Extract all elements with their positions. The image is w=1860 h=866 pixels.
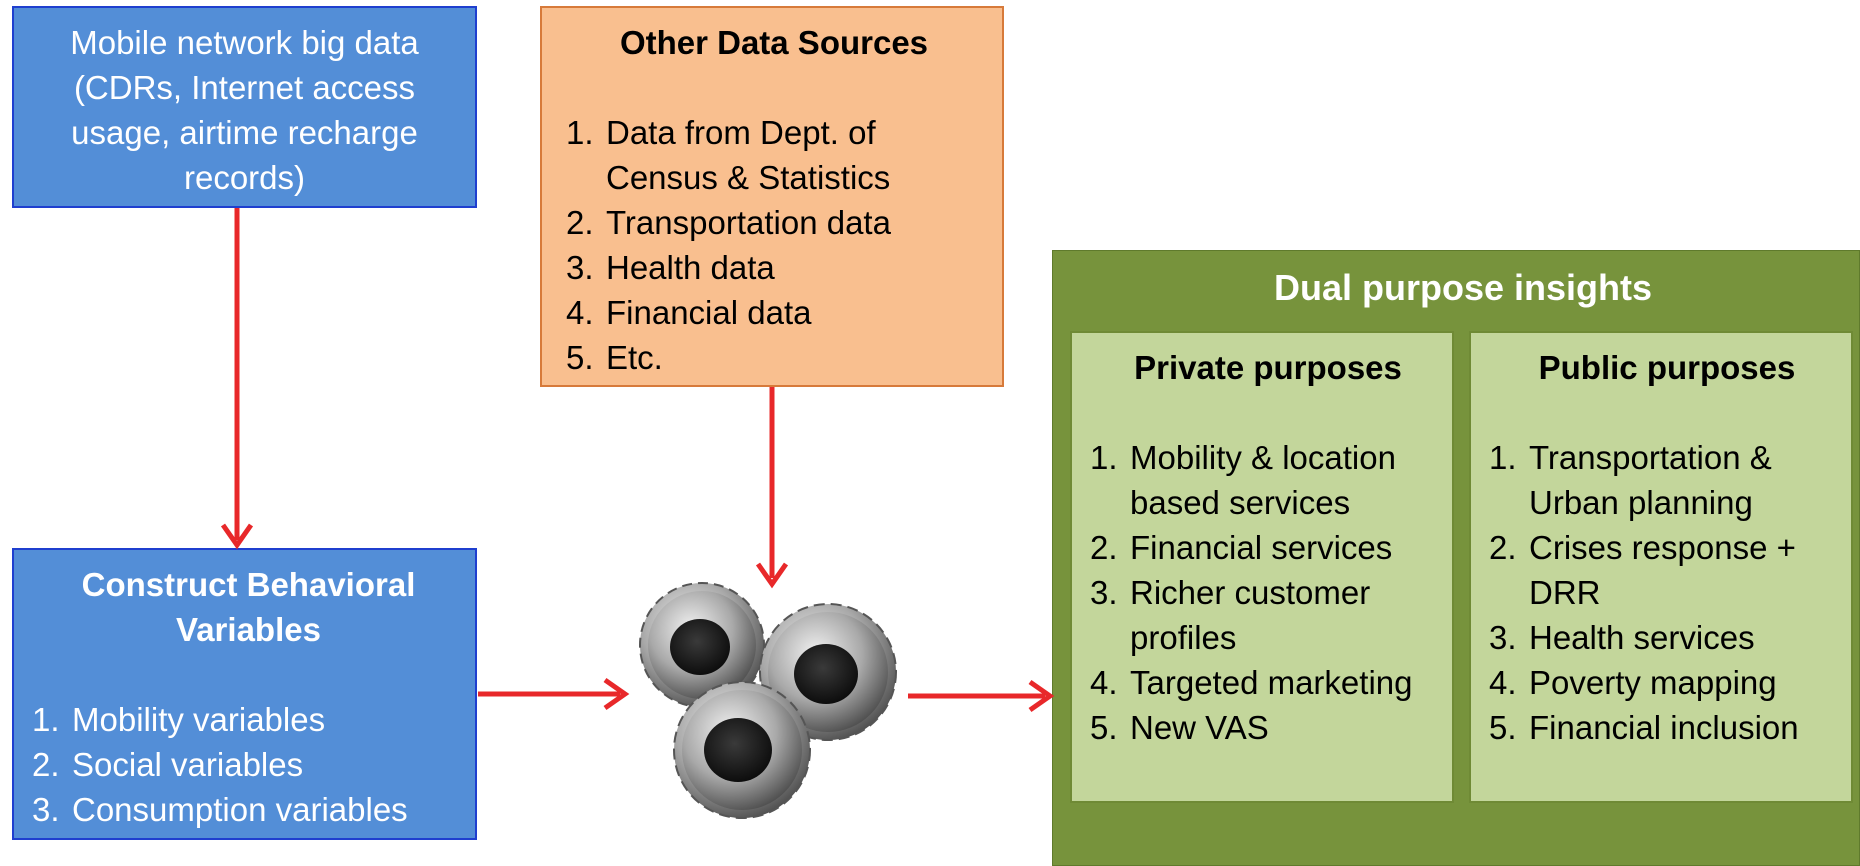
list-item: 2.Transportation data xyxy=(566,204,891,241)
list-item: 2.Financial services xyxy=(1090,529,1393,566)
dual-purpose-box: Dual purpose insights Private purposes 1… xyxy=(1052,250,1860,866)
gears-icon xyxy=(639,582,897,819)
list-item: 2.Crises response + DRR xyxy=(1489,529,1796,611)
private-purposes-title: Private purposes xyxy=(1134,349,1402,386)
other-sources-title: Other Data Sources xyxy=(619,24,929,61)
list-item: 3.Health services xyxy=(1489,619,1755,656)
construct-variables-box: Construct Behavioral Variables 1.Mobilit… xyxy=(12,548,477,840)
list-item: 5.Etc. xyxy=(566,339,663,376)
private-purposes-box: Private purposes 1.Mobility & location b… xyxy=(1070,331,1454,803)
list-item: 1.Transportation & Urban planning xyxy=(1489,439,1772,521)
list-item: 4.Poverty mapping xyxy=(1489,664,1777,701)
public-purposes-box: Public purposes 1.Transportation & Urban… xyxy=(1469,331,1853,803)
public-purposes-list: 1.Transportation & Urban planning 2.Cris… xyxy=(1489,435,1845,750)
list-item: 1.Mobility & location based services xyxy=(1090,439,1396,521)
list-item: 2.Social variables xyxy=(32,746,304,783)
list-item: 4.Targeted marketing xyxy=(1090,664,1413,701)
arrow-sources-to-gears xyxy=(755,387,789,589)
list-item: 1.Data from Dept. of Census & Statistics xyxy=(566,114,891,196)
mobile-data-box: Mobile network big data (CDRs, Internet … xyxy=(12,6,477,208)
arrow-mobile-to-construct xyxy=(220,208,254,550)
arrow-construct-to-gears xyxy=(478,677,630,711)
list-item: 3.Richer customer profiles xyxy=(1090,574,1371,656)
list-item: 3.Health data xyxy=(566,249,775,286)
construct-variables-list: 1.Mobility variables 2.Social variables … xyxy=(32,697,465,832)
private-purposes-list: 1.Mobility & location based services 2.F… xyxy=(1090,435,1446,750)
list-item: 3.Consumption variables xyxy=(32,791,408,828)
list-item: 5.Financial inclusion xyxy=(1489,709,1799,746)
other-sources-box: Other Data Sources 1.Data from Dept. of … xyxy=(540,6,1004,387)
public-purposes-title: Public purposes xyxy=(1538,349,1796,386)
other-sources-list: 1.Data from Dept. of Census & Statistics… xyxy=(566,110,982,380)
list-item: 1.Mobility variables xyxy=(32,701,326,738)
dual-purpose-title: Dual purpose insights xyxy=(1273,267,1653,308)
list-item: 4.Financial data xyxy=(566,294,812,331)
arrow-gears-to-insights xyxy=(908,679,1055,713)
mobile-data-text: Mobile network big data (CDRs, Internet … xyxy=(70,24,419,196)
list-item: 5.New VAS xyxy=(1090,709,1269,746)
construct-variables-title: Construct Behavioral Variables xyxy=(81,566,416,648)
